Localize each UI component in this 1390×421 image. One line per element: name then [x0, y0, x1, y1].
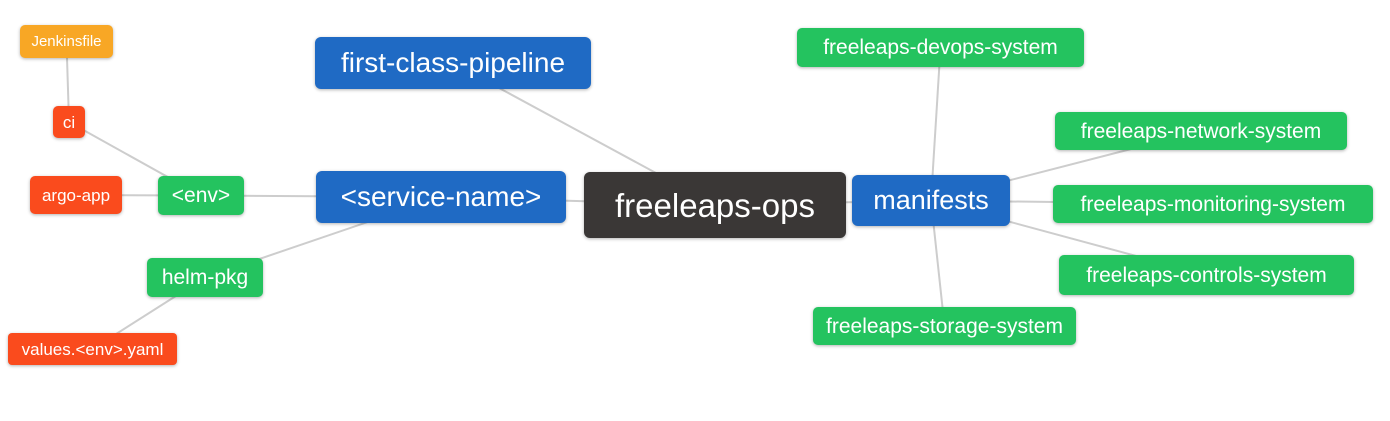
node-label: freeleaps-storage-system [826, 314, 1063, 338]
node-label: first-class-pipeline [340, 47, 566, 78]
node-label: <service-name> [340, 181, 542, 212]
node-label: ci [62, 112, 76, 132]
node-env[interactable]: <env> [158, 176, 244, 215]
node-label: freeleaps-controls-system [1086, 263, 1327, 287]
node-label: helm-pkg [161, 266, 249, 289]
node-label: values.<env>.yaml [21, 339, 164, 359]
node-label: manifests [873, 185, 989, 215]
node-values-env-yaml[interactable]: values.<env>.yaml [8, 333, 177, 365]
node-jenkinsfile[interactable]: Jenkinsfile [20, 25, 113, 58]
node-label: Jenkinsfile [31, 33, 102, 50]
node-freeleaps-devops-system[interactable]: freeleaps-devops-system [797, 28, 1084, 67]
node-service-name[interactable]: <service-name> [316, 171, 566, 223]
node-label: freeleaps-network-system [1080, 119, 1322, 143]
node-label: freeleaps-devops-system [823, 36, 1058, 59]
node-first-class-pipeline[interactable]: first-class-pipeline [315, 37, 591, 89]
node-label: freeleaps-monitoring-system [1080, 192, 1346, 216]
node-label: <env> [171, 184, 231, 207]
node-freeleaps-monitoring-system[interactable]: freeleaps-monitoring-system [1053, 185, 1373, 223]
node-ci[interactable]: ci [53, 106, 85, 138]
node-freeleaps-ops-root[interactable]: freeleaps-ops [584, 172, 846, 238]
node-label: argo-app [41, 185, 111, 205]
node-freeleaps-storage-system[interactable]: freeleaps-storage-system [813, 307, 1076, 345]
node-freeleaps-network-system[interactable]: freeleaps-network-system [1055, 112, 1347, 150]
node-freeleaps-controls-system[interactable]: freeleaps-controls-system [1059, 255, 1354, 295]
node-helm-pkg[interactable]: helm-pkg [147, 258, 263, 297]
node-label: freeleaps-ops [615, 186, 815, 224]
node-argo-app[interactable]: argo-app [30, 176, 122, 214]
node-manifests[interactable]: manifests [852, 175, 1010, 226]
